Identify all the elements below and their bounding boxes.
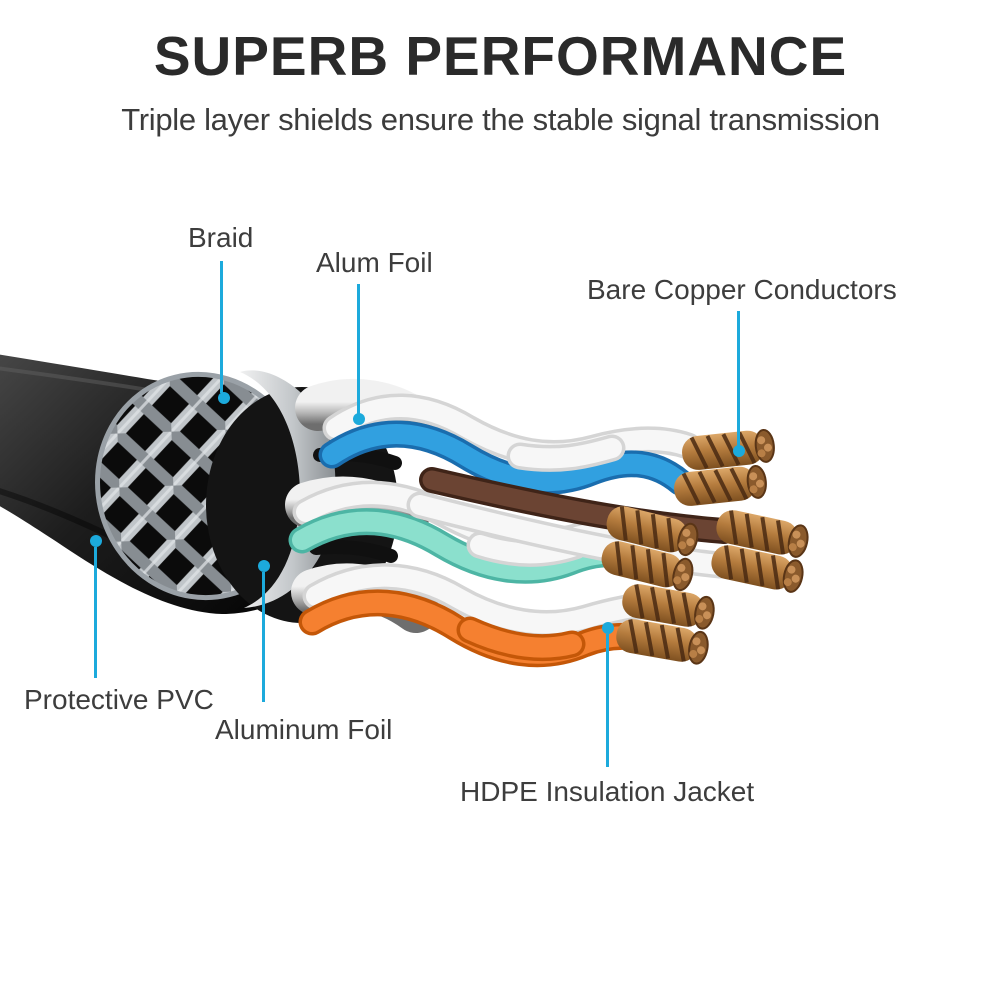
callout-protective-pvc-label: Protective PVC: [24, 684, 214, 715]
callout-alum-foil-label: Alum Foil: [316, 247, 433, 278]
callout-alum-foil-dot: [353, 413, 365, 425]
page-subtitle: Triple layer shields ensure the stable s…: [121, 102, 880, 137]
callout-alum-foil-line: [357, 284, 360, 414]
page-title: SUPERB PERFORMANCE: [153, 25, 848, 87]
callout-protective-pvc-line: [94, 547, 97, 678]
callout-bare-copper-dot: [733, 445, 745, 457]
callout-protective-pvc-dot: [90, 535, 102, 547]
callout-hdpe-line: [606, 634, 609, 767]
callout-hdpe-dot: [602, 622, 614, 634]
twisted-pairs: [288, 393, 737, 668]
callout-braid-line: [220, 261, 223, 393]
callout-braid-label: Braid: [188, 222, 254, 253]
callout-braid-dot: [218, 392, 230, 404]
callout-hdpe-label: HDPE Insulation Jacket: [460, 776, 755, 807]
callout-aluminum-foil-dot: [258, 560, 270, 572]
callout-bare-copper-line: [737, 311, 740, 446]
callout-aluminum-foil-label: Aluminum Foil: [215, 714, 393, 745]
callout-bare-copper-label: Bare Copper Conductors: [587, 274, 897, 305]
callout-aluminum-foil-line: [262, 572, 265, 702]
